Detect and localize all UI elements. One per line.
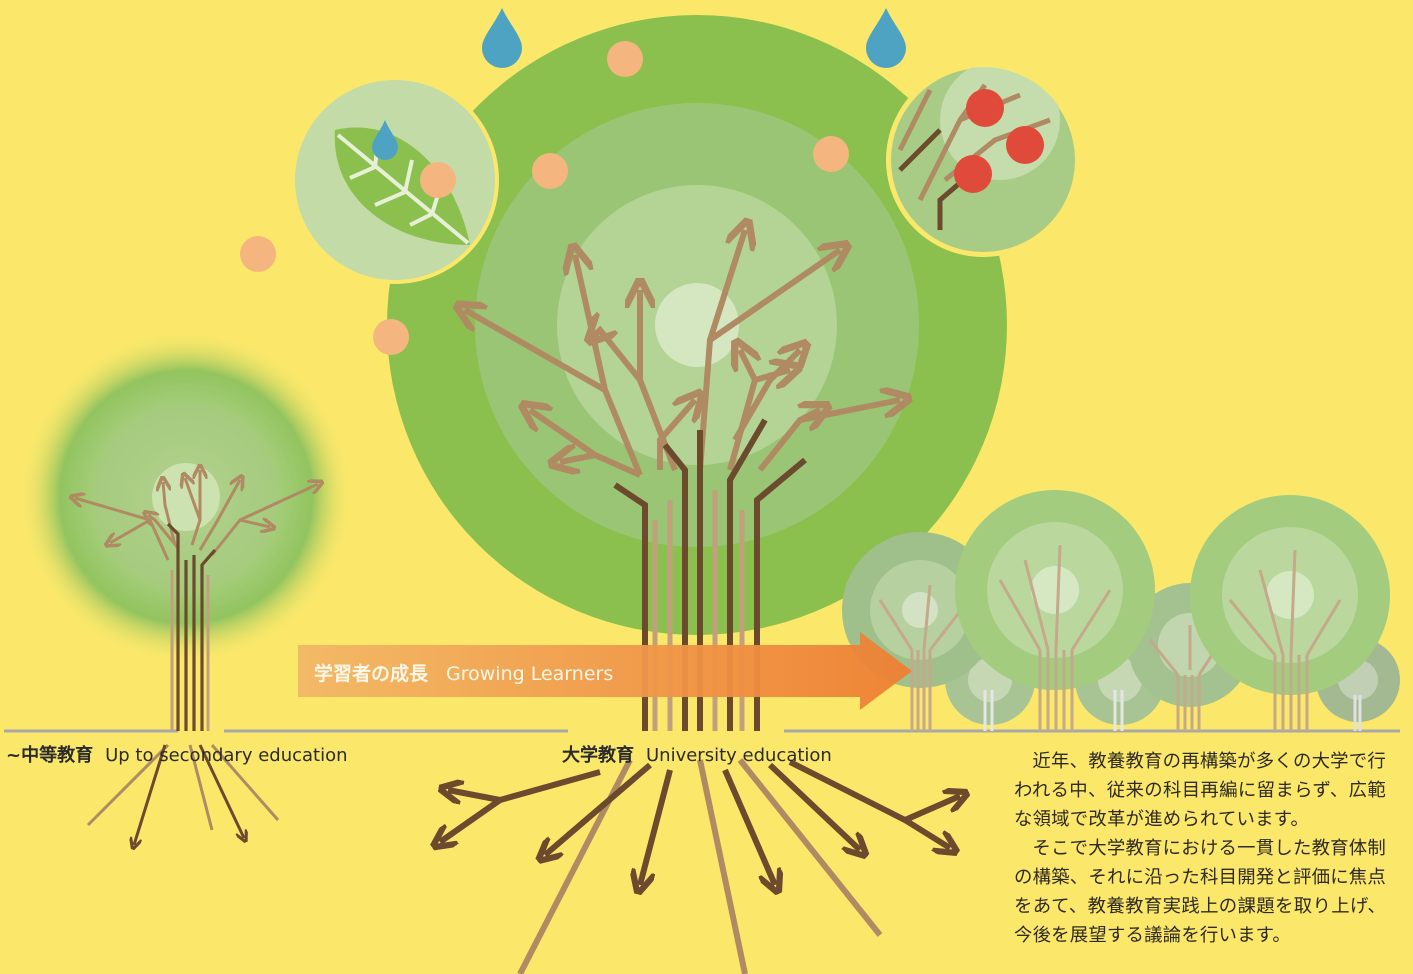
water-drop-icon (866, 8, 906, 68)
fruit-icon (966, 89, 1004, 127)
leaf-bubble (291, 76, 499, 284)
seed-icon (240, 236, 276, 272)
description-paragraph-2: そこで大学教育における一貫した教育体制の構築、それに沿った科目開発と評価に焦点を… (1014, 838, 1386, 946)
forest-tree (955, 490, 1155, 731)
seed-icon (813, 136, 849, 172)
forest (842, 490, 1400, 731)
leaf-icon (334, 127, 470, 245)
water-drop-icon (482, 8, 522, 68)
secondary-tree (18, 329, 354, 845)
description-paragraph-1: 近年、教養教育の再構築が多くの大学で行われる中、従来の科目再編に留まらず、広範な… (1014, 751, 1386, 830)
seed-icon (532, 153, 568, 189)
secondary-education-label: ~中等教育 Up to secondary education (6, 741, 348, 767)
seed-icon (607, 41, 643, 77)
description-text: 近年、教養教育の再構築が多くの大学で行われる中、従来の科目再編に留まらず、広範な… (1014, 747, 1386, 950)
university-label-en: University education (646, 745, 832, 766)
seed-icon (420, 162, 456, 198)
fruit-icon (954, 155, 992, 193)
fruit-icon (1006, 126, 1044, 164)
secondary-label-jp: ~中等教育 (6, 745, 94, 766)
seed-icon (373, 319, 409, 355)
growth-arrow (298, 632, 912, 710)
university-education-label: 大学教育 University education (562, 741, 832, 767)
secondary-label-en: Up to secondary education (105, 745, 348, 766)
water-drop-icon (372, 120, 398, 160)
growth-label-en: Growing Learners (446, 663, 614, 685)
growth-arrow-label: 学習者の成長 Growing Learners (314, 659, 613, 686)
growth-label-jp: 学習者の成長 (314, 663, 429, 685)
fruit-bubble (886, 63, 1080, 257)
forest-tree (1190, 495, 1390, 731)
university-label-jp: 大学教育 (562, 745, 634, 766)
